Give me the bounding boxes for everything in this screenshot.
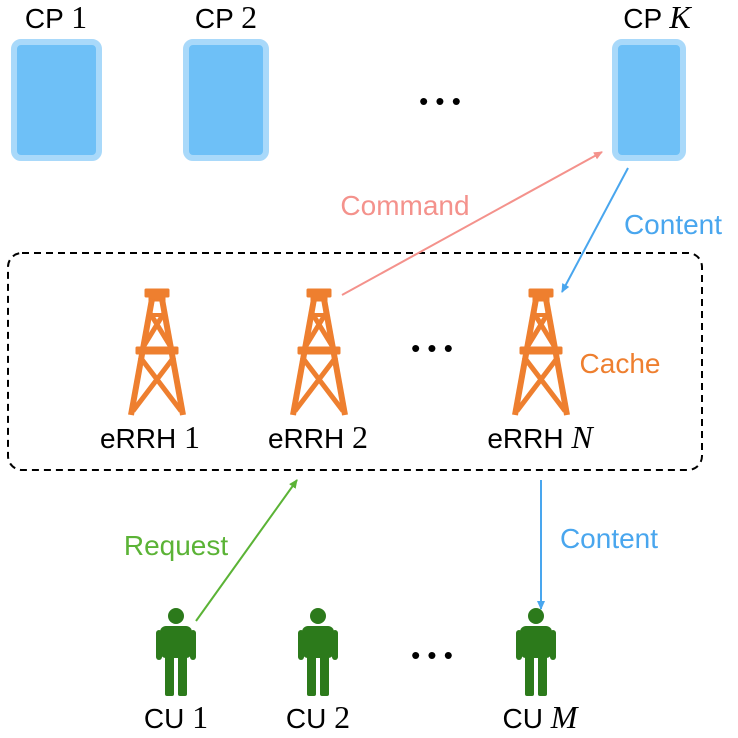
command-arrow [341, 151, 603, 296]
cu-ellipsis: • • • [411, 640, 453, 670]
cu-m-label: CU M [503, 699, 580, 735]
errh-1-label: eRRH 1 [100, 419, 200, 455]
cp-k-label: CP K [623, 0, 692, 35]
person-icon [298, 608, 338, 696]
radio-tower-icon [131, 289, 183, 415]
errh-2: eRRH 2 [268, 289, 368, 455]
radio-tower-icon [515, 289, 567, 415]
command-label: Command [340, 190, 469, 221]
cp-k-box [612, 39, 686, 161]
errh-n-label: eRRH N [487, 419, 594, 455]
cu-2: CU 2 [286, 608, 350, 735]
person-icon [516, 608, 556, 696]
cu-1-label: CU 1 [144, 699, 208, 735]
content-provider-1: CP 1 [11, 0, 102, 161]
content-bottom-label: Content [560, 523, 658, 554]
cp-2-box [183, 39, 269, 161]
cu-2-label: CU 2 [286, 699, 350, 735]
content-top-label: Content [624, 209, 722, 240]
cp-1-label: CP 1 [25, 0, 87, 35]
errh-1: eRRH 1 [100, 289, 200, 455]
cache-label: Cache [580, 348, 661, 379]
person-icon [156, 608, 196, 696]
edge-cluster-box [7, 252, 703, 471]
cp-1-box [11, 39, 102, 161]
cu-1: CU 1 [144, 608, 208, 735]
request-arrow [195, 479, 298, 622]
content-provider-k: CP K [612, 0, 692, 161]
cu-m: CU M [503, 608, 580, 735]
errh-2-label: eRRH 2 [268, 419, 368, 455]
content-top-arrow [561, 167, 629, 293]
radio-tower-icon [293, 289, 345, 415]
errh-ellipsis: • • • [411, 333, 453, 363]
request-label: Request [124, 530, 229, 561]
content-provider-2: CP 2 [183, 0, 269, 161]
cp-ellipsis: • • • [419, 86, 461, 116]
errh-n: eRRH N [487, 289, 594, 455]
cp-2-label: CP 2 [195, 0, 257, 35]
